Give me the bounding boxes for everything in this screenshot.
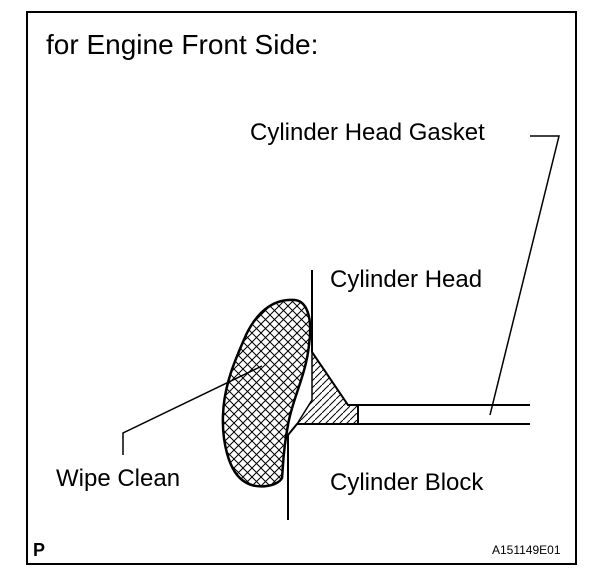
- label-cylinder-block: Cylinder Block: [330, 469, 484, 496]
- cylinder-block-outline: [287, 423, 530, 520]
- label-cylinder-head-gasket: Cylinder Head Gasket: [250, 119, 485, 146]
- label-wipe-clean: Wipe Clean: [56, 465, 181, 492]
- figure-frame: [26, 11, 577, 565]
- cylinder-head-gasket: [357, 404, 530, 424]
- figure-title: for Engine Front Side:: [46, 29, 319, 60]
- leader-line-wipe-clean: [122, 365, 263, 455]
- seal-packing-bead: [295, 349, 359, 425]
- wipe-clean-area: [221, 298, 312, 488]
- figure-code: A151149E01: [492, 543, 561, 557]
- leader-line-gasket: [489, 135, 560, 416]
- label-cylinder-head: Cylinder Head: [330, 266, 483, 293]
- corner-mark: P: [33, 540, 46, 560]
